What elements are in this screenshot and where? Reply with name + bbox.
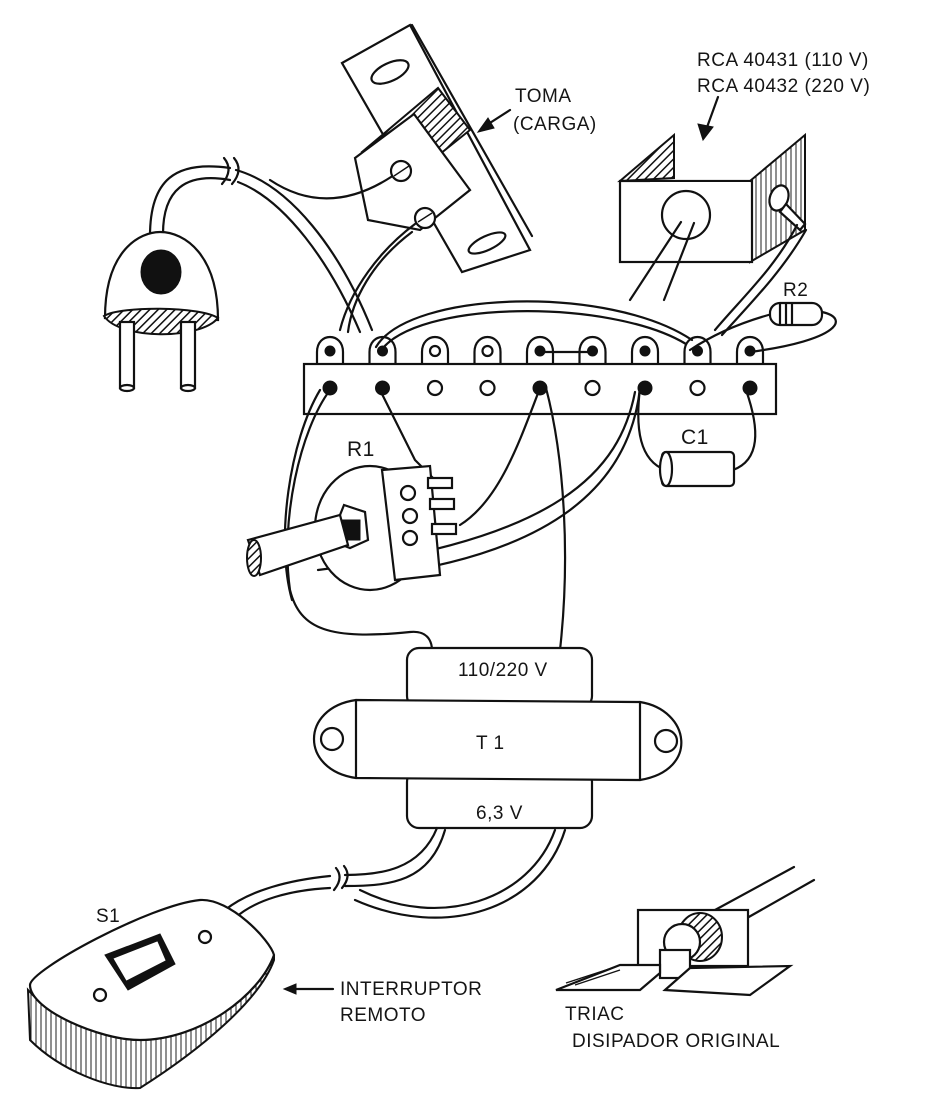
svg-text:T 1: T 1 bbox=[476, 733, 505, 754]
lug-hole bbox=[428, 344, 442, 358]
resistor-r2: R2 bbox=[688, 280, 837, 354]
svg-text:110/220 V: 110/220 V bbox=[458, 660, 548, 681]
svg-text:TRIAC: TRIAC bbox=[565, 1004, 625, 1025]
svg-text:TOMA: TOMA bbox=[515, 86, 572, 107]
mounting-hole bbox=[426, 379, 444, 397]
potentiometer-r1: R1 bbox=[246, 386, 642, 662]
mounting-hole bbox=[637, 380, 653, 396]
mounting-hole bbox=[479, 379, 496, 397]
svg-text:DISIPADOR ORIGINAL: DISIPADOR ORIGINAL bbox=[572, 1031, 780, 1052]
svg-text:6,3 V: 6,3 V bbox=[476, 803, 523, 824]
triac-heatsink bbox=[617, 132, 808, 337]
svg-text:R2: R2 bbox=[783, 280, 808, 301]
arrow-icon bbox=[476, 117, 495, 133]
lug-hole bbox=[377, 345, 388, 357]
lug-hole bbox=[324, 345, 336, 357]
mounting-hole bbox=[584, 379, 601, 397]
svg-text:S1: S1 bbox=[96, 906, 120, 927]
lug-hole bbox=[481, 344, 494, 358]
arrow-icon bbox=[282, 983, 297, 995]
terminal-strip bbox=[302, 336, 778, 416]
mounting-hole bbox=[689, 379, 706, 397]
capacitor-c1: C1 bbox=[637, 386, 757, 488]
lug-hole bbox=[639, 345, 651, 357]
triac-detail: TRIAC DISIPADOR ORIGINAL bbox=[555, 865, 816, 1052]
svg-text:RCA 40432 (220 V): RCA 40432 (220 V) bbox=[697, 76, 870, 97]
mounting-hole bbox=[742, 380, 758, 396]
mains-plug bbox=[102, 156, 374, 393]
svg-text:INTERRUPTOR: INTERRUPTOR bbox=[340, 979, 482, 1000]
transformer-t1: 110/220 V T 1 6,3 V bbox=[312, 646, 683, 830]
outlet-socket bbox=[268, 23, 534, 334]
triac-model-label: RCA 40431 (110 V) RCA 40432 (220 V) bbox=[697, 50, 870, 142]
remote-switch-s1: S1 INTERRUPTOR REMOTO bbox=[26, 898, 482, 1090]
svg-text:REMOTO: REMOTO bbox=[340, 1005, 426, 1026]
mounting-hole bbox=[322, 380, 338, 396]
svg-text:C1: C1 bbox=[681, 426, 709, 449]
svg-text:(CARGA): (CARGA) bbox=[513, 114, 597, 135]
svg-text:R1: R1 bbox=[347, 438, 375, 461]
arrow-icon bbox=[697, 123, 714, 142]
outlet-label: TOMA (CARGA) bbox=[476, 86, 597, 135]
svg-text:RCA 40431 (110 V): RCA 40431 (110 V) bbox=[697, 50, 869, 71]
